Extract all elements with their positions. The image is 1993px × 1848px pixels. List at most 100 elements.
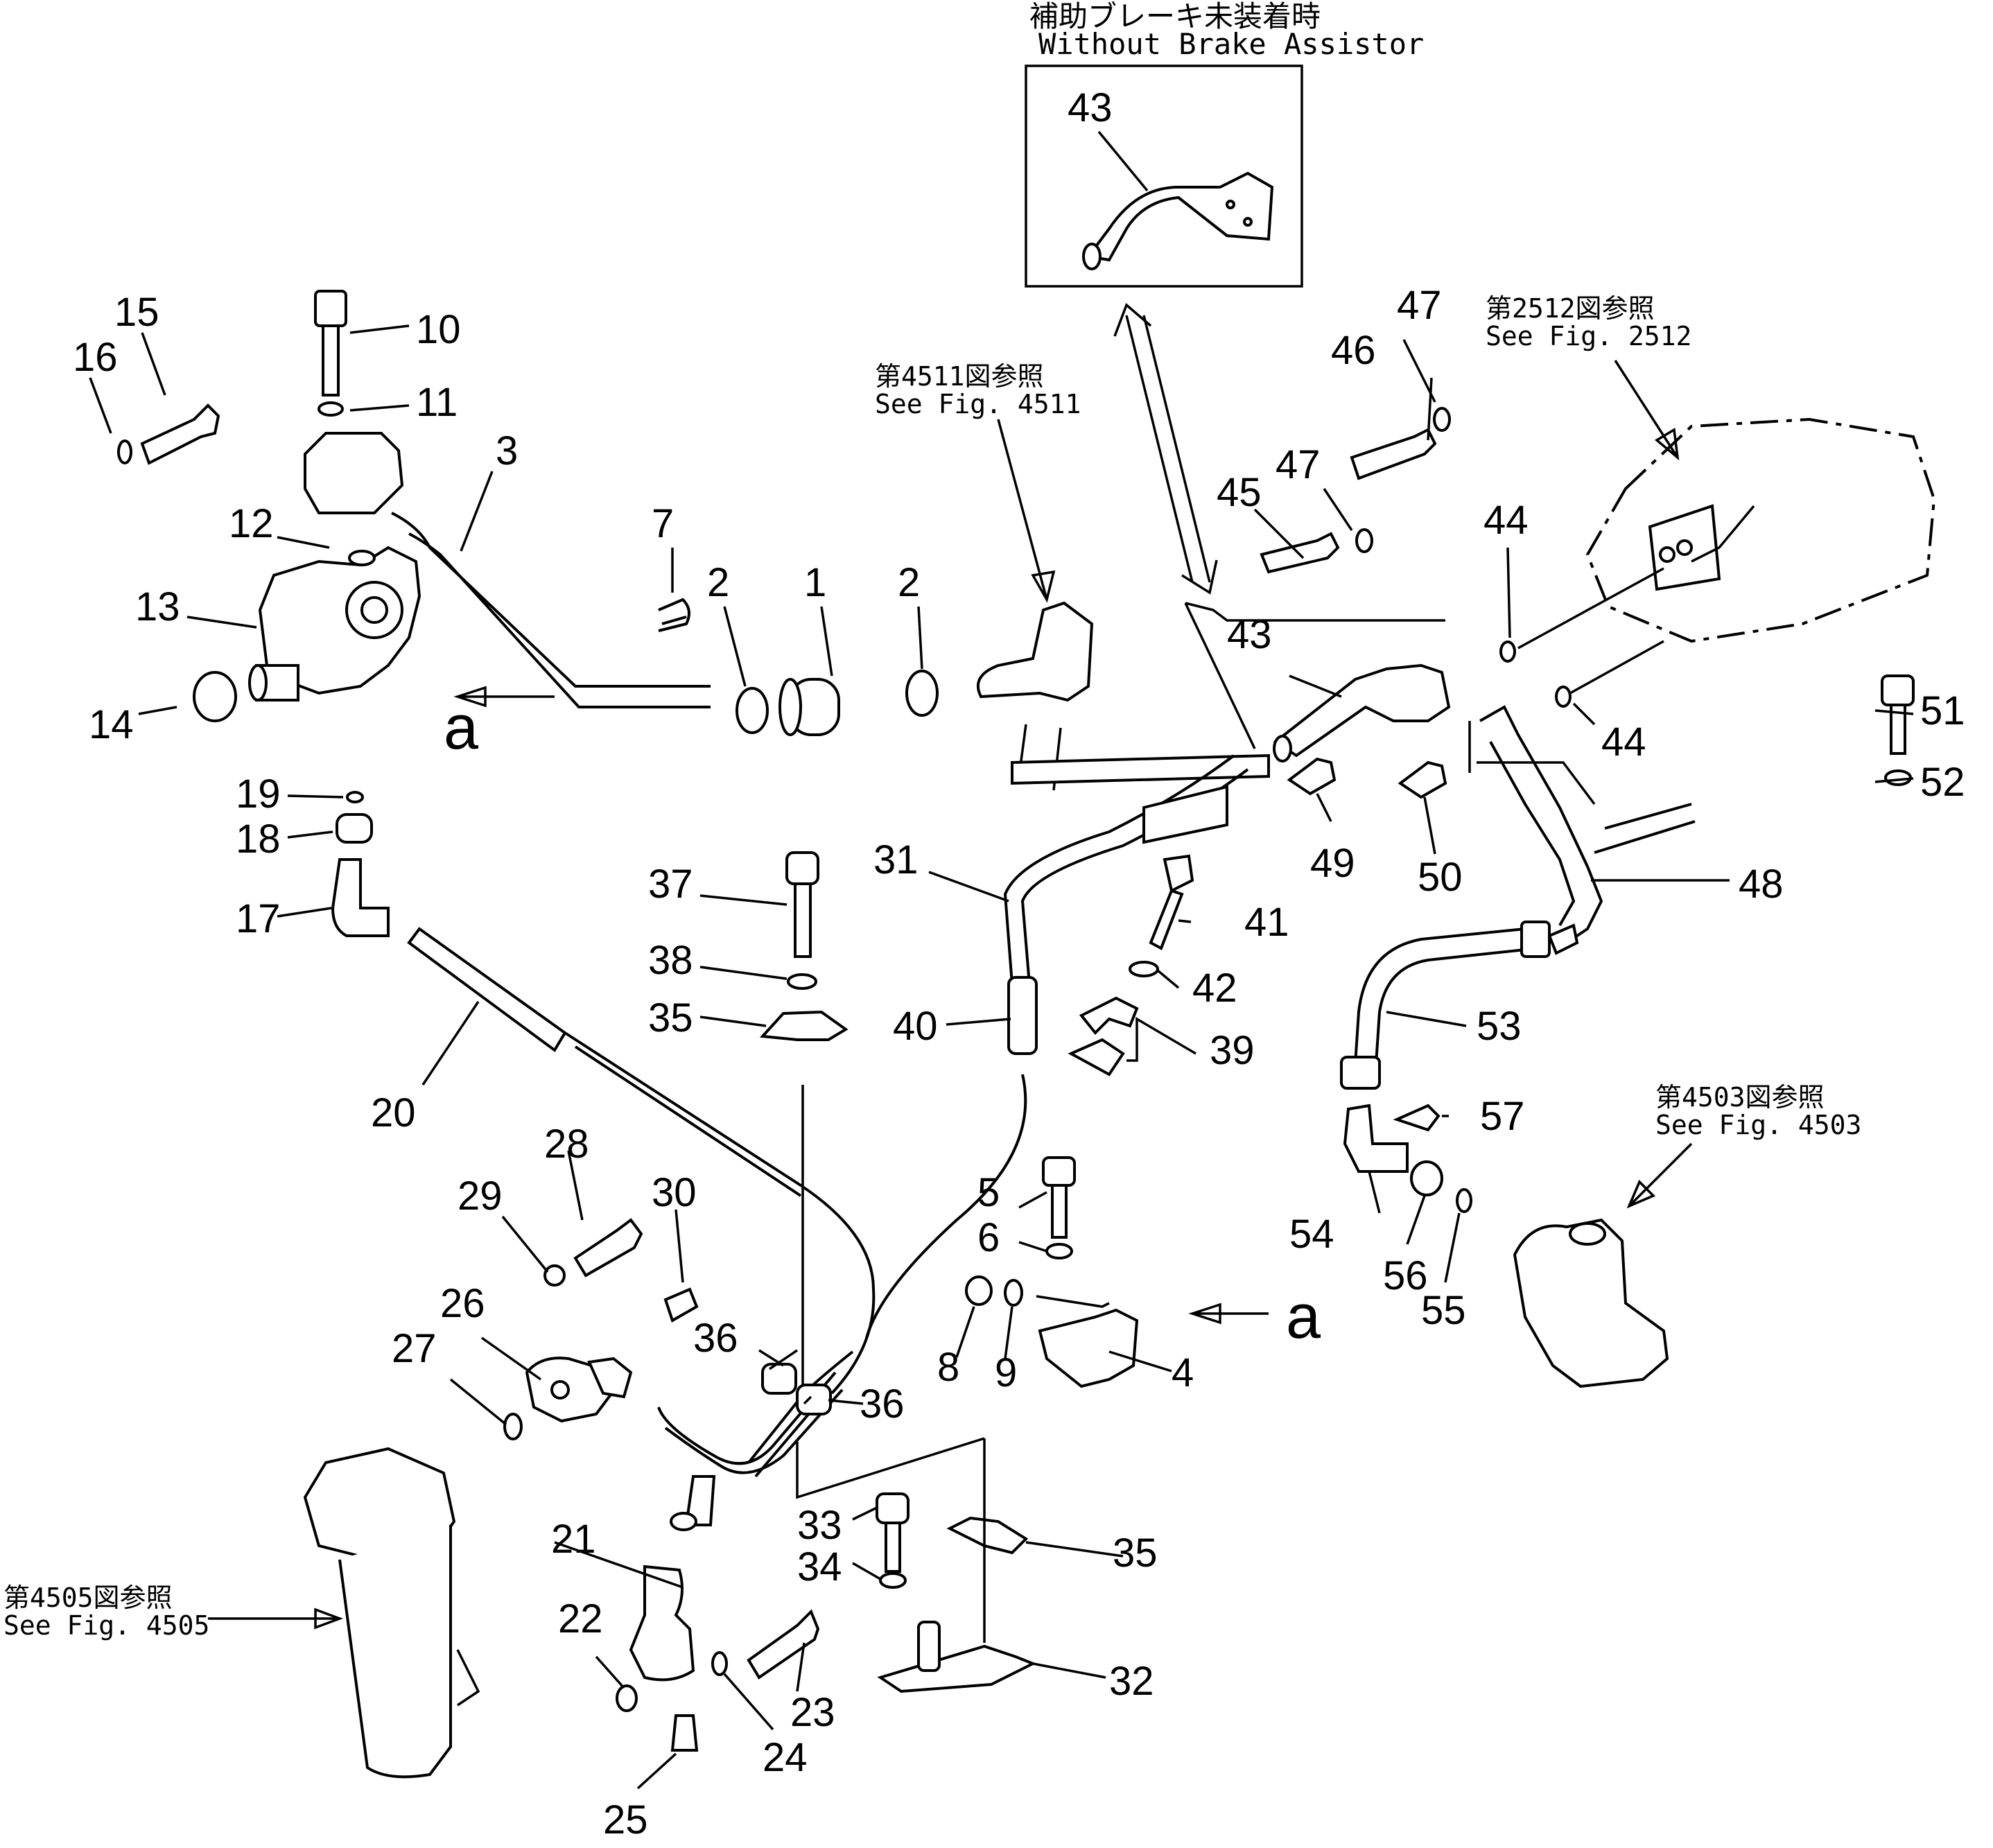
label-28: 28 xyxy=(544,1122,589,1167)
label-36-right: 36 xyxy=(860,1381,905,1427)
nut-56 xyxy=(1410,1160,1443,1196)
label-16: 16 xyxy=(73,335,118,380)
marker-a-left: a xyxy=(444,693,479,762)
ref-4505-jp: 第4505図参照 xyxy=(3,1583,173,1613)
washer-34 xyxy=(879,1572,907,1589)
bolt-41 xyxy=(1129,854,1194,977)
pipe-48-end xyxy=(1547,923,1579,955)
nut-8 xyxy=(965,1275,993,1306)
label-4: 4 xyxy=(1172,1350,1194,1395)
inset-title-en: Without Brake Assistor xyxy=(1038,27,1424,61)
label-5: 5 xyxy=(977,1170,1000,1215)
hose-31-fitting xyxy=(1142,785,1228,844)
bolt-10 xyxy=(314,290,347,417)
adapter-40 xyxy=(1007,976,1038,1055)
coupling-36a xyxy=(761,1363,797,1395)
leader-8-9-4 xyxy=(1036,1295,1110,1308)
valve-43 xyxy=(1273,663,1451,762)
o-ring-44-lower xyxy=(1555,686,1572,708)
label-17: 17 xyxy=(236,896,281,941)
plug-25 xyxy=(670,1714,699,1752)
label-31: 31 xyxy=(873,837,919,882)
o-ring-12 xyxy=(348,550,376,566)
label-6: 6 xyxy=(977,1215,1000,1260)
o-ring-44-upper xyxy=(1499,640,1516,663)
label-44-upper: 44 xyxy=(1483,498,1529,543)
arrow-ref-2512 xyxy=(1614,360,1680,461)
clip-7 xyxy=(658,598,690,632)
part-labels: 43 15 16 10 11 3 12 13 14 7 2 1 2 19 18 … xyxy=(73,85,1965,1842)
bracket-39-top xyxy=(1079,996,1139,1035)
washer-42 xyxy=(1129,961,1159,977)
coupling-36b xyxy=(796,1384,832,1415)
plug-57 xyxy=(1393,1104,1441,1132)
label-47-lower: 47 xyxy=(1276,442,1321,487)
label-19: 19 xyxy=(236,772,281,817)
label-2-right: 2 xyxy=(898,560,920,605)
bracket-32 xyxy=(877,1644,1036,1693)
tank-port xyxy=(977,601,1094,791)
label-12: 12 xyxy=(229,501,274,546)
label-11: 11 xyxy=(416,380,458,425)
arrow-ref-4511 xyxy=(997,419,1056,603)
label-25: 25 xyxy=(603,1797,648,1842)
leader-lines xyxy=(89,130,1914,1790)
label-1: 1 xyxy=(804,560,826,605)
bolt-23 xyxy=(747,1609,820,1680)
pipe-3 xyxy=(391,512,711,708)
bolt-51 xyxy=(1881,674,1915,786)
washer-38 xyxy=(787,973,817,990)
tube-routing-36 xyxy=(657,1371,844,1474)
label-48: 48 xyxy=(1739,862,1784,907)
label-53: 53 xyxy=(1477,1004,1522,1049)
label-21: 21 xyxy=(551,1517,596,1562)
ref-4511-en: See Fig. 4511 xyxy=(875,389,1081,419)
hose-40-down xyxy=(865,1074,1027,1339)
bracket-4 xyxy=(1038,1308,1139,1388)
pipe-48-bracket xyxy=(1594,803,1696,854)
bracket-39-bottom xyxy=(1068,1038,1125,1076)
marker-a-right: a xyxy=(1286,1282,1321,1352)
plug-30 xyxy=(663,1287,699,1323)
swap-arrow xyxy=(1113,303,1218,595)
label-26: 26 xyxy=(440,1281,485,1326)
label-39: 39 xyxy=(1210,1028,1255,1073)
label-56: 56 xyxy=(1383,1253,1428,1298)
arrow-ref-4505 xyxy=(208,1607,344,1630)
valve-body-4503 xyxy=(1513,1218,1669,1388)
washer-6 xyxy=(1045,1243,1073,1259)
label-34: 34 xyxy=(797,1544,842,1589)
label-52: 52 xyxy=(1920,760,1965,805)
bolt-37 xyxy=(759,851,848,1041)
label-51: 51 xyxy=(1920,688,1965,733)
label-2-left: 2 xyxy=(707,560,729,605)
hose-20 xyxy=(407,927,567,1052)
label-38: 38 xyxy=(648,938,693,983)
label-54: 54 xyxy=(1289,1212,1334,1257)
label-50: 50 xyxy=(1418,855,1463,900)
label-15: 15 xyxy=(114,290,159,335)
pipe-53-nut-top xyxy=(1520,921,1551,958)
bracket-32-post xyxy=(917,1621,941,1672)
pump-flange-elbow xyxy=(304,432,404,514)
bolt-28 xyxy=(573,1218,643,1278)
label-27: 27 xyxy=(392,1326,437,1371)
washer-16 xyxy=(117,439,132,464)
pump-shaft-end xyxy=(248,664,268,701)
label-43-inset: 43 xyxy=(1068,85,1113,130)
fitting-49 xyxy=(1287,757,1337,796)
bolt-5 xyxy=(1042,1156,1076,1259)
label-24: 24 xyxy=(763,1735,808,1780)
ref-4503-jp: 第4503図参照 xyxy=(1655,1082,1825,1113)
label-46: 46 xyxy=(1331,328,1376,373)
o-ring-27 xyxy=(503,1413,523,1440)
filter-assembly xyxy=(303,1447,480,1779)
ref-4505-en: See Fig. 4505 xyxy=(3,1610,209,1641)
label-14: 14 xyxy=(89,702,134,747)
clamp-35-upper xyxy=(759,1010,848,1041)
pipe-48 xyxy=(1479,705,1603,944)
ref-4511-jp: 第4511図参照 xyxy=(875,361,1044,392)
o-ring-14 xyxy=(193,671,237,722)
label-20: 20 xyxy=(371,1090,416,1135)
pump-assembly xyxy=(193,432,421,722)
